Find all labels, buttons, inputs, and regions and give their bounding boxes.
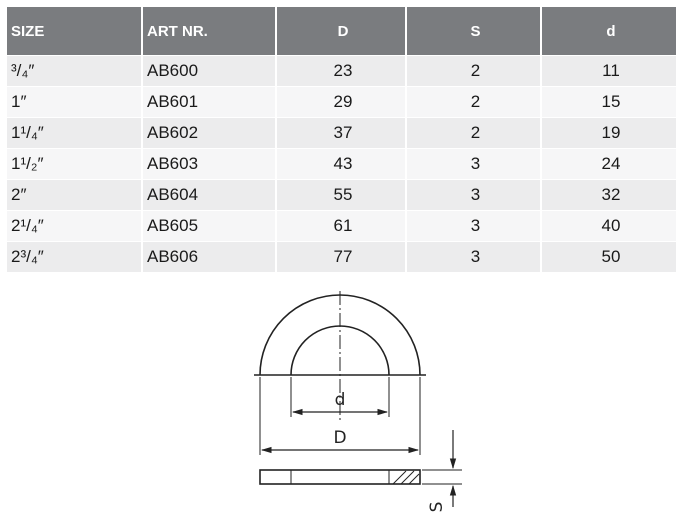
cell-art-nr: AB606: [142, 241, 277, 272]
cell-outer-diameter: 23: [276, 55, 407, 87]
cell-outer-diameter: 29: [276, 86, 407, 118]
table-row: 1″ AB601 29 2 15: [7, 86, 676, 118]
cell-thickness: 3: [406, 179, 542, 211]
thickness-label: S: [427, 502, 447, 513]
cell-size: 1¹/₂″: [7, 148, 143, 180]
cell-size: 2″: [7, 179, 143, 211]
outer-diameter-label: D: [333, 428, 346, 448]
cell-art-nr: AB603: [142, 148, 277, 180]
cell-art-nr: AB604: [142, 179, 277, 211]
cell-art-nr: AB601: [142, 86, 277, 118]
cell-outer-diameter: 37: [276, 117, 407, 149]
table-row: 1¹/₄″ AB602 37 2 19: [7, 117, 676, 149]
dimension-table: SIZE ART NR. D S d ³/₄″ AB600 23 2 11 1″…: [7, 7, 676, 272]
cell-art-nr: AB602: [142, 117, 277, 149]
cell-inner-diameter: 32: [541, 179, 676, 211]
table-row: 2″ AB604 55 3 32: [7, 179, 676, 211]
cell-inner-diameter: 40: [541, 210, 676, 242]
cell-size: 2¹/₄″: [7, 210, 143, 242]
cell-size: ³/₄″: [7, 55, 143, 87]
cell-size: 1¹/₄″: [7, 117, 143, 149]
cell-thickness: 3: [406, 241, 542, 272]
header-inner-diameter: d: [541, 7, 676, 56]
header-thickness: S: [406, 7, 542, 56]
cell-inner-diameter: 24: [541, 148, 676, 180]
cell-thickness: 3: [406, 148, 542, 180]
cell-inner-diameter: 15: [541, 86, 676, 118]
cell-outer-diameter: 55: [276, 179, 407, 211]
washer-side-view: [259, 469, 421, 485]
washer-technical-drawing: d D S: [254, 291, 462, 513]
cell-outer-diameter: 61: [276, 210, 407, 242]
header-art-nr: ART NR.: [142, 7, 277, 56]
cell-thickness: 2: [406, 55, 542, 87]
inner-diameter-label: d: [335, 390, 346, 410]
cell-inner-diameter: 11: [541, 55, 676, 87]
cell-inner-diameter: 50: [541, 241, 676, 272]
cell-thickness: 3: [406, 210, 542, 242]
cell-thickness: 2: [406, 117, 542, 149]
cell-inner-diameter: 19: [541, 117, 676, 149]
table-row: ³/₄″ AB600 23 2 11: [7, 55, 676, 87]
cell-thickness: 2: [406, 86, 542, 118]
table-row: 2¹/₄″ AB605 61 3 40: [7, 210, 676, 242]
cell-outer-diameter: 77: [276, 241, 407, 272]
cell-size: 1″: [7, 86, 143, 118]
cell-outer-diameter: 43: [276, 148, 407, 180]
section-hatching: [392, 470, 420, 485]
table-row: 2³/₄″ AB606 77 3 50: [7, 241, 676, 272]
table-row: 1¹/₂″ AB603 43 3 24: [7, 148, 676, 180]
cell-size: 2³/₄″: [7, 241, 143, 272]
cell-art-nr: AB605: [142, 210, 277, 242]
cell-art-nr: AB600: [142, 55, 277, 87]
header-size: SIZE: [7, 7, 143, 56]
header-outer-diameter: D: [276, 7, 407, 56]
table-header-row: SIZE ART NR. D S d: [7, 7, 676, 56]
